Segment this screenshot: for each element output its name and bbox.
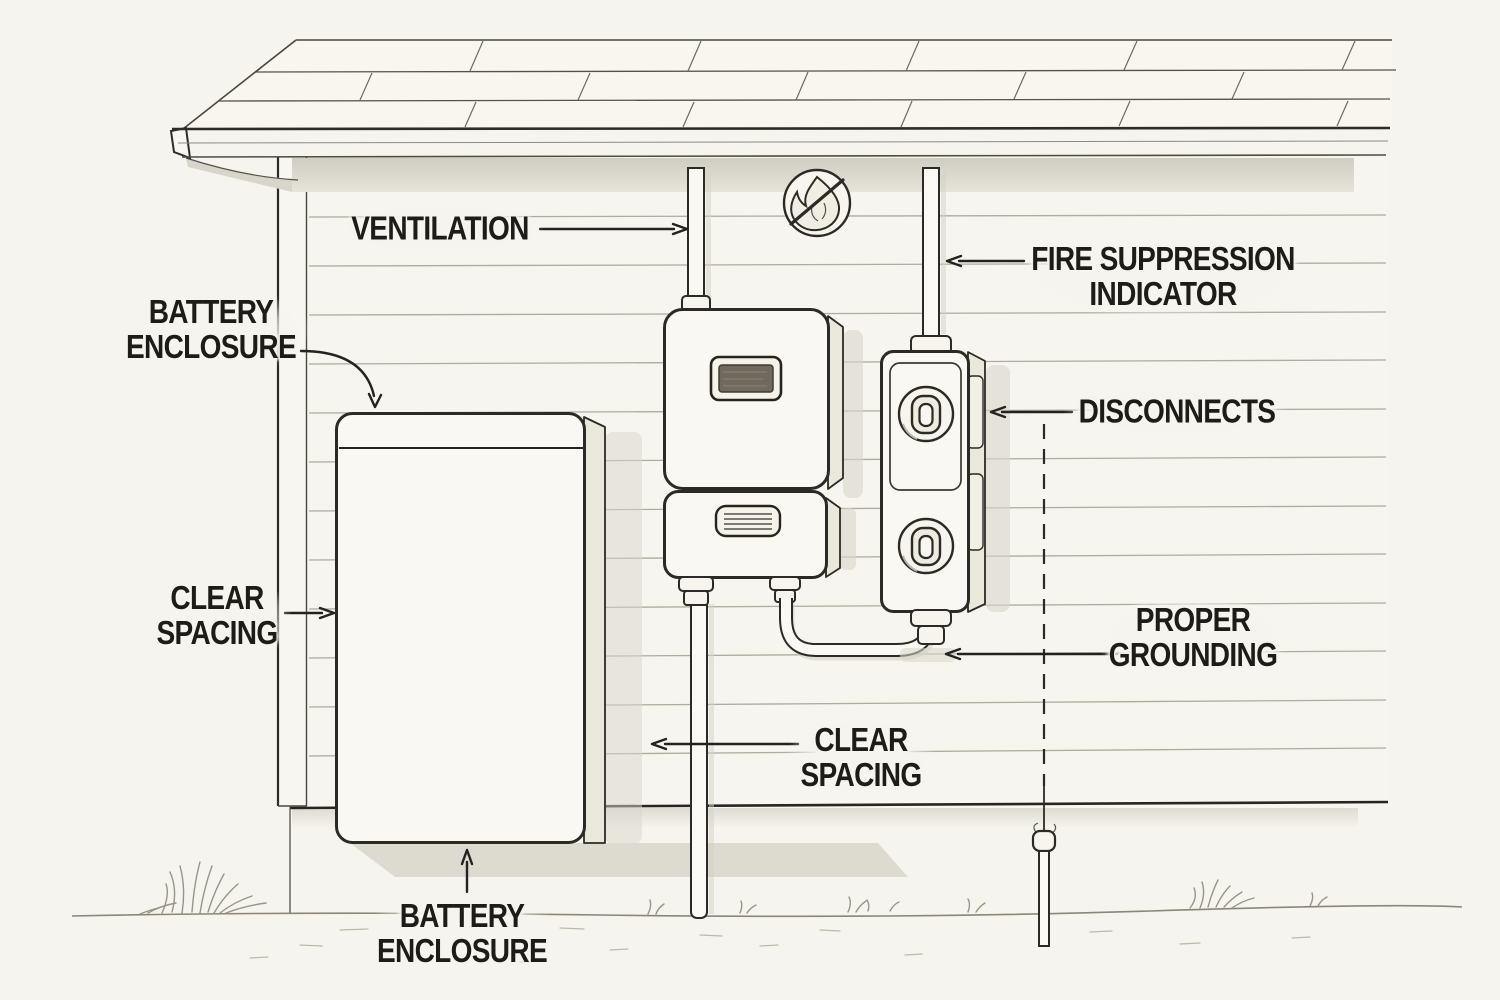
battery-side-shadow (605, 432, 642, 844)
label-line: ENCLOSURE (377, 932, 548, 969)
vent-slats (724, 513, 772, 530)
inverter-down-conduit (690, 595, 708, 919)
ground-rod (1038, 850, 1050, 947)
grass-wisps (647, 892, 1328, 915)
inverter-side-face (827, 315, 844, 490)
battery-enclosure-box (335, 412, 908, 877)
grass-tuft-right (1189, 879, 1255, 909)
disconnects-box (880, 335, 1010, 662)
inverter-bottom-fittings (678, 576, 801, 606)
arrow-disconnects (989, 405, 1074, 419)
battery-side-face (583, 416, 606, 844)
label-line: FIRE SUPPRESSION (1031, 240, 1295, 278)
label-ventilation: VENTILATION (335, 203, 545, 255)
disconnects-bottom-fitting (910, 609, 952, 645)
corner-trim (276, 157, 308, 913)
fascia (169, 126, 1391, 160)
label-clear-spacing-left: CLEAR SPACING (141, 573, 293, 659)
label-line: CLEAR (170, 579, 264, 617)
arrow-fire-suppression (945, 254, 1026, 268)
roof (169, 39, 1397, 192)
disconnect-switch-upper (897, 385, 955, 443)
arrow-battery-top (299, 349, 383, 409)
label-line: SPACING (800, 756, 923, 793)
label-line: VENTILATION (351, 209, 529, 247)
ground-line (71, 904, 1463, 918)
label-clear-spacing-center: CLEAR SPACING (785, 715, 937, 801)
ventilation-conduit (687, 167, 705, 313)
arrow-proper-grounding (944, 647, 1119, 661)
label-line: GROUNDING (1108, 636, 1278, 673)
no-slash (789, 178, 845, 226)
grounding-assembly (1031, 424, 1057, 947)
label-line: CLEAR (814, 721, 908, 759)
label-line: PROPER (1135, 601, 1251, 639)
disconnect-feed-conduit (922, 167, 940, 341)
grass-tuft-left (139, 861, 267, 915)
soffit-return (186, 158, 292, 192)
arrow-battery-bottom (460, 848, 474, 894)
battery-cast-shadow (350, 843, 908, 877)
label-fire-suppression-indicator: FIRE SUPPRESSION INDICATOR (1015, 234, 1311, 320)
annotation-arrows (283, 222, 1119, 894)
ground-scatter (249, 927, 1311, 963)
label-line: SPACING (156, 614, 279, 651)
label-line: INDICATOR (1089, 275, 1237, 312)
label-battery-enclosure-bottom: BATTERY ENCLOSURE (361, 891, 563, 977)
inverter (663, 295, 863, 606)
label-line: ENCLOSURE (126, 328, 297, 365)
fire-suppression-icon (782, 168, 852, 238)
conduits (687, 167, 946, 919)
battery-front-face (335, 412, 586, 844)
disconnect-switch-lower (897, 517, 955, 575)
label-line: BATTERY (399, 897, 525, 935)
shingle-rows (217, 69, 1397, 102)
ground (71, 861, 1463, 963)
label-disconnects: DISCONNECTS (1063, 386, 1291, 438)
label-battery-enclosure-top: BATTERY ENCLOSURE (110, 287, 312, 373)
label-line: BATTERY (148, 293, 274, 331)
label-proper-grounding: PROPER GROUNDING (1093, 595, 1293, 681)
shingle-joints (359, 40, 1356, 128)
label-line: DISCONNECTS (1078, 392, 1276, 430)
disconnects-door-outline (889, 362, 962, 491)
inverter-lower-side-face (825, 497, 841, 578)
roof-plane (183, 40, 1392, 129)
vent-bezel (714, 504, 782, 538)
arrow-ventilation (538, 222, 689, 236)
arrow-clear-spacing-center (650, 737, 800, 751)
